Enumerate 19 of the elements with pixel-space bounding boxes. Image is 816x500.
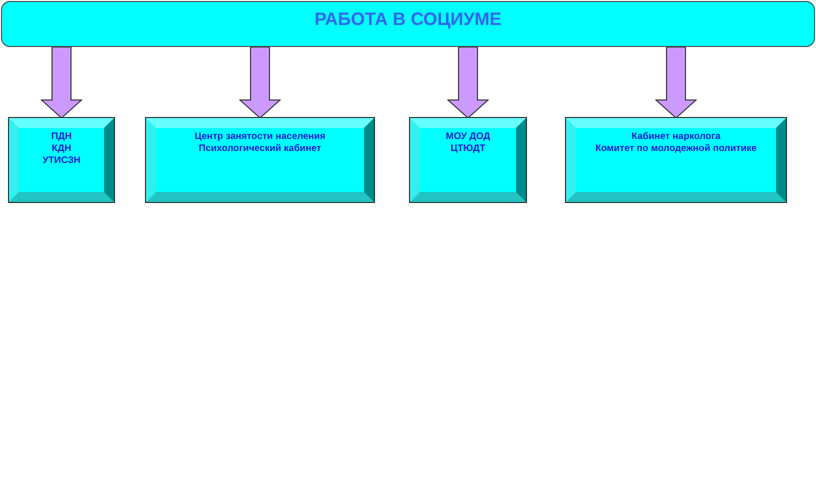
block-arrow xyxy=(238,46,282,119)
organization-name: ПДН xyxy=(51,131,72,143)
organization-name: МОУ ДОД xyxy=(446,131,490,143)
organization-name: Кабинет нарколога xyxy=(631,131,721,143)
block-arrow xyxy=(40,46,83,119)
organization-name: ЦТЮДТ xyxy=(450,143,486,155)
bevel-box xyxy=(566,118,786,202)
header-banner xyxy=(1,1,815,47)
organization-name: КДН xyxy=(52,143,72,155)
organization-name: Комитет по молодежной политике xyxy=(595,143,757,155)
bevel-box xyxy=(146,118,374,202)
block-arrow xyxy=(446,46,490,119)
title-text: РАБОТА В СОЦИУМЕ xyxy=(314,9,502,29)
block-arrow xyxy=(654,46,698,119)
organization-name: Центр занятости населения xyxy=(194,131,326,143)
bevel-box xyxy=(410,118,526,202)
organization-name: Психологический кабинет xyxy=(198,143,322,155)
bevel-box xyxy=(9,118,114,202)
organization-name: УТИСЗН xyxy=(42,155,81,167)
